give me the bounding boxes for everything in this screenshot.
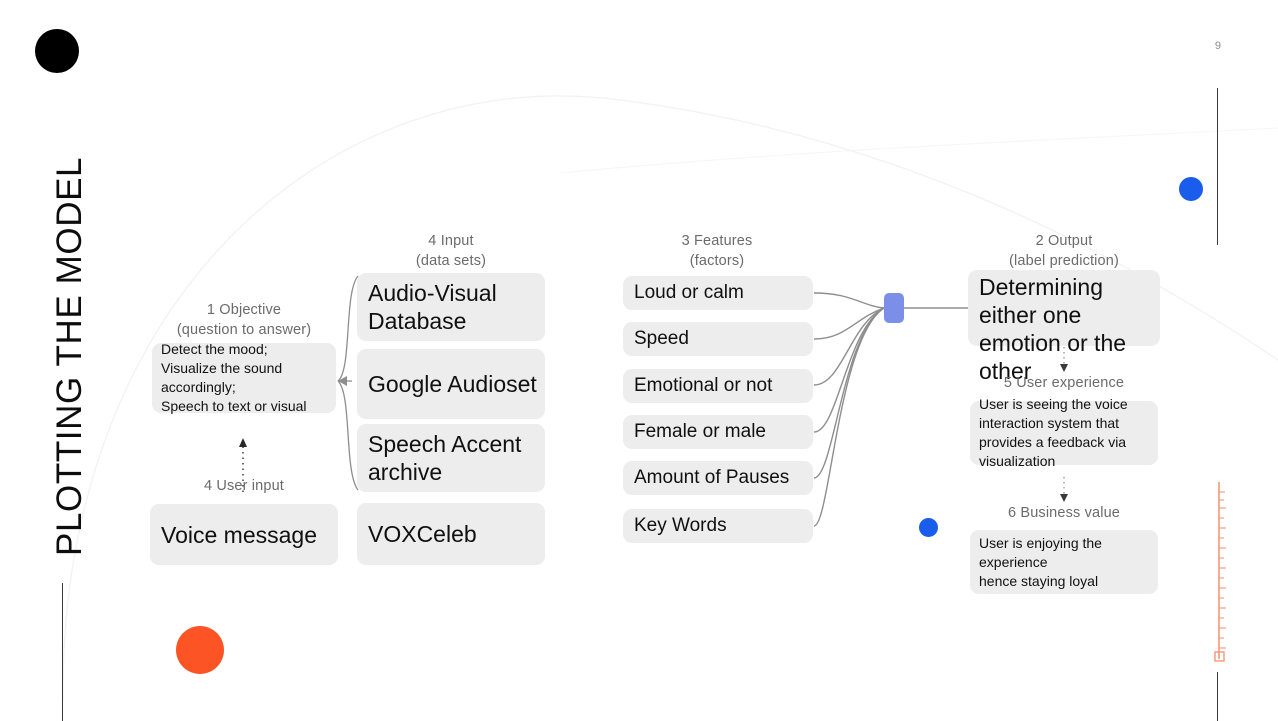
blue-dot-decoration-right: [1179, 177, 1203, 201]
node-dataset-text: Speech Accent archive: [368, 431, 522, 485]
page-number: 9: [1214, 40, 1222, 52]
node-user-experience[interactable]: User is seeing the voice interaction sys…: [970, 396, 1158, 469]
node-business-value-text: User is enjoying the experience hence st…: [979, 534, 1102, 589]
node-feature-speed[interactable]: Speed: [623, 322, 813, 356]
page-title: PLOTTING THE MODEL: [50, 156, 89, 556]
input-label-line2: (data sets): [415, 253, 487, 269]
node-dataset-text: Audio-Visual Database: [368, 280, 497, 334]
node-dataset-text: VOXCeleb: [368, 521, 477, 547]
vertical-rule-top-right: [1217, 88, 1218, 245]
user-experience-column-label: 5 User experience: [975, 373, 1153, 393]
input-bracket: [337, 275, 359, 491]
node-output-text: Determining either one emotion or the ot…: [979, 274, 1127, 384]
node-feature-amount-of-pauses[interactable]: Amount of Pauses: [623, 461, 813, 495]
objective-label-line1: 1 Objective: [206, 302, 282, 318]
node-feature-text: Key Words: [634, 515, 727, 536]
vertical-rule-bottom-right: [1217, 672, 1218, 721]
objective-column-label: 1 Objective (question to answer): [155, 300, 333, 340]
connector-node[interactable]: [884, 293, 904, 323]
node-feature-text: Amount of Pauses: [634, 467, 790, 488]
user-input-column-label: 4 User input: [155, 476, 333, 496]
output-label-line2: (label prediction): [1009, 253, 1119, 269]
node-dataset-voxceleb[interactable]: VOXCeleb: [357, 503, 545, 565]
output-column-label: 2 Output (label prediction): [975, 231, 1153, 271]
business-value-column-label: 6 Business value: [975, 503, 1153, 523]
node-output[interactable]: Determining either one emotion or the ot…: [968, 270, 1160, 384]
node-user-input-text: Voice message: [161, 521, 317, 548]
features-label-line1: 3 Features: [681, 233, 753, 249]
blue-dot-decoration-middle: [919, 518, 938, 537]
orange-dot-decoration: [176, 626, 224, 674]
input-column-label: 4 Input (data sets): [362, 231, 540, 271]
node-dataset-audio-visual-database[interactable]: Audio-Visual Database: [357, 273, 545, 341]
node-objective[interactable]: Detect the mood; Visualize the sound acc…: [152, 341, 336, 414]
node-feature-female-or-male[interactable]: Female or male: [623, 415, 813, 449]
node-dataset-google-audioset[interactable]: Google Audioset: [357, 349, 545, 419]
node-user-input[interactable]: Voice message: [150, 504, 338, 565]
user-input-label-line1: 4 User input: [204, 478, 284, 494]
node-dataset-text: Google Audioset: [368, 371, 537, 397]
output-label-line1: 2 Output: [1035, 233, 1093, 249]
node-business-value[interactable]: User is enjoying the experience hence st…: [970, 530, 1158, 594]
feature-connectors: [813, 292, 968, 527]
vertical-rule-bottom-left: [62, 583, 63, 721]
node-feature-emotional-or-not[interactable]: Emotional or not: [623, 369, 813, 403]
business-value-label-line1: 6 Business value: [1007, 505, 1121, 521]
node-feature-key-words[interactable]: Key Words: [623, 509, 813, 543]
features-label-line2: (factors): [689, 253, 745, 269]
node-feature-text: Loud or calm: [634, 282, 744, 303]
node-dataset-speech-accent-archive[interactable]: Speech Accent archive: [357, 424, 545, 492]
features-column-label: 3 Features (factors): [628, 231, 806, 271]
faint-arc-2: [559, 127, 1278, 174]
user-experience-label-line1: 5 User experience: [1003, 375, 1125, 391]
ux-to-business-arrow: [1060, 477, 1068, 502]
black-dot-decoration: [35, 29, 79, 73]
node-user-experience-text: User is seeing the voice interaction sys…: [979, 396, 1128, 469]
orange-ruler-icon: [1214, 482, 1226, 662]
node-feature-loud-or-calm[interactable]: Loud or calm: [623, 276, 813, 310]
node-feature-text: Female or male: [634, 421, 766, 442]
input-label-line1: 4 Input: [428, 233, 474, 249]
node-objective-text: Detect the mood; Visualize the sound acc…: [161, 341, 307, 414]
objective-label-line2: (question to answer): [176, 322, 312, 338]
node-feature-text: Emotional or not: [634, 375, 773, 396]
node-feature-text: Speed: [634, 328, 689, 349]
